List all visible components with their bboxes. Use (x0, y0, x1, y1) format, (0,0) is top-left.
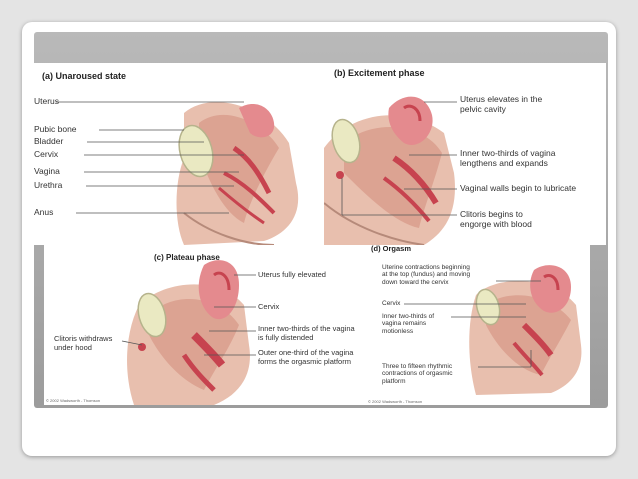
credit-c: © 2002 Wadsworth - Thomson (46, 398, 100, 403)
label-pubic-bone: Pubic bone (34, 125, 77, 135)
label-bladder: Bladder (34, 137, 63, 147)
label-cervix-d: Cervix (382, 300, 400, 307)
credit-d: © 2002 Wadsworth - Thomson (368, 399, 422, 404)
label-uterus-fully-elevated: Uterus fully elevated (258, 271, 326, 280)
label-orgasmic-platform: Outer one-third of the vagina forms the … (258, 349, 353, 366)
panel-a-title: (a) Unaroused state (42, 71, 126, 81)
panel-unaroused-state: (a) Unaroused state Uterus Pubic bone Bl… (34, 63, 324, 245)
label-vagina-lengthens: Inner two-thirds of vagina lengthens and… (460, 149, 555, 169)
label-vagina: Vagina (34, 167, 60, 177)
label-uterus-elevates: Uterus elevates in the pelvic cavity (460, 95, 542, 115)
label-cervix: Cervix (34, 150, 58, 160)
label-vagina-distended: Inner two-thirds of the vagina is fully … (258, 325, 355, 342)
label-rhythmic-contractions: Three to fifteen rhythmic contractions o… (382, 363, 452, 385)
panel-excitement-phase: (b) Excitement phase Uterus elevates in … (324, 63, 606, 245)
anatomy-illustration-a (34, 63, 324, 245)
label-urethra: Urethra (34, 181, 62, 191)
panel-orgasm: (d) Orgasm Uterine contractions beginnin… (366, 245, 590, 405)
panel-b-title: (b) Excitement phase (334, 68, 425, 78)
label-clitoris-withdraws: Clitoris withdraws under hood (54, 335, 112, 352)
panel-c-title: (c) Plateau phase (154, 253, 220, 262)
panel-d-title: (d) Orgasm (371, 245, 411, 254)
label-vaginal-walls-lubricate: Vaginal walls begin to lubricate (460, 184, 576, 194)
panel-plateau-phase: (c) Plateau phase Uterus fully elevated … (44, 245, 366, 405)
label-anus: Anus (34, 208, 53, 218)
label-clitoris-engorge: Clitoris begins to engorge with blood (460, 210, 532, 230)
label-vagina-motionless: Inner two-thirds of vagina remains motio… (382, 313, 434, 335)
label-uterine-contractions: Uterine contractions beginning at the to… (382, 264, 470, 286)
label-cervix: Cervix (258, 303, 279, 312)
label-uterus: Uterus (34, 97, 59, 107)
